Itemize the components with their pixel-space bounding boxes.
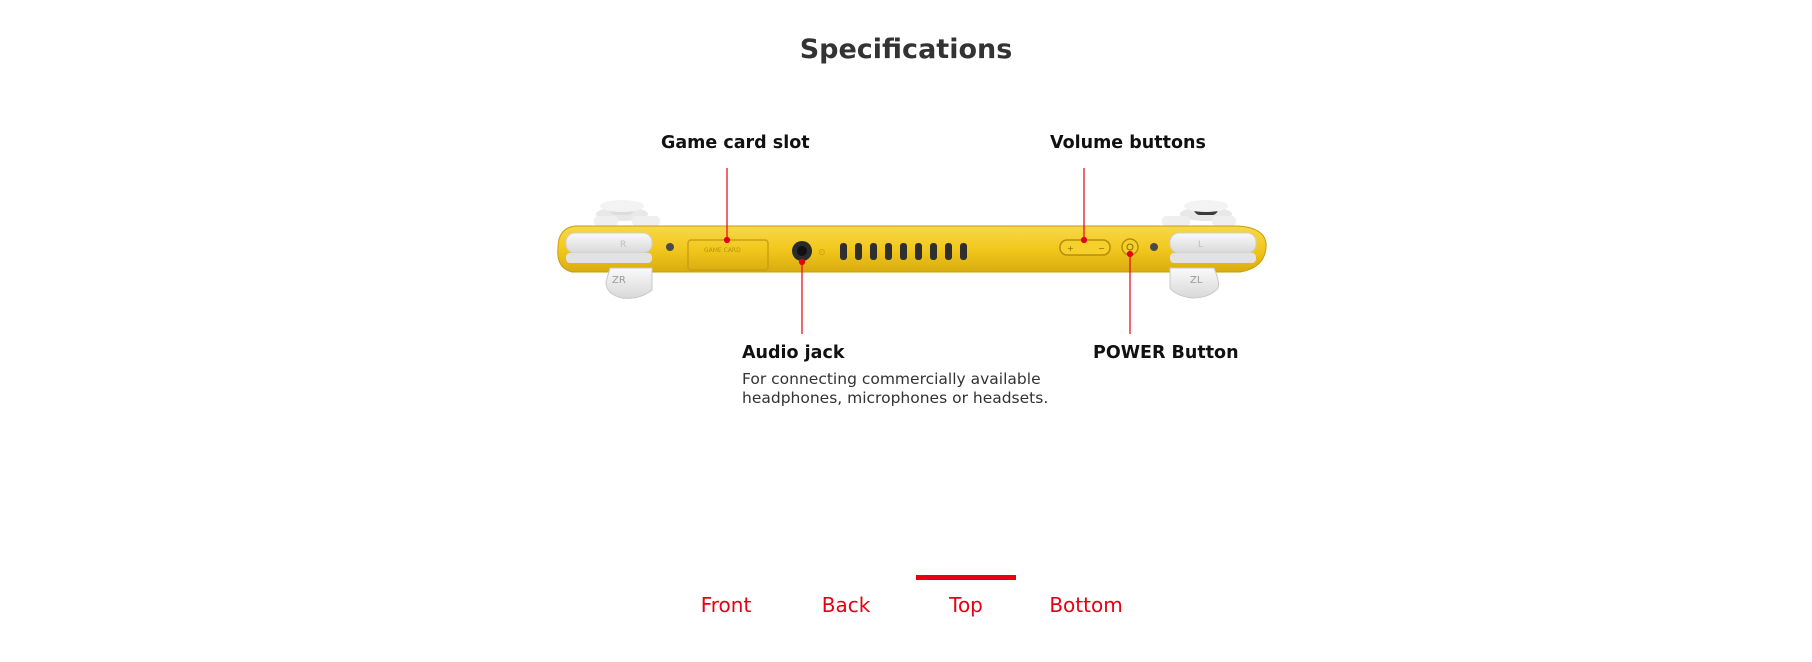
r-zr-buttons: R ZR [565, 232, 653, 299]
tab-top[interactable]: Top [916, 575, 1016, 625]
page-title: Specifications [799, 34, 1013, 65]
svg-text:ZR: ZR [612, 275, 626, 286]
callout-audio-jack-description-line2: headphones, microphones or headsets. [742, 389, 1049, 407]
tab-back[interactable]: Back [821, 593, 871, 617]
svg-text:L: L [1198, 240, 1203, 250]
left-thumbstick [594, 200, 660, 226]
console-body [557, 225, 1267, 273]
callout-lines [723, 168, 1134, 334]
l-zl-buttons: L ZL [1169, 232, 1257, 299]
svg-text:R: R [620, 240, 626, 250]
svg-text:ZL: ZL [1190, 275, 1203, 286]
svg-text:⊙: ⊙ [818, 248, 826, 258]
svg-text:+: + [1067, 244, 1074, 253]
callout-volume-buttons: Volume buttons [1050, 133, 1206, 153]
mic-dot-right [1150, 243, 1158, 251]
air-vents [840, 243, 967, 260]
tab-front[interactable]: Front [700, 593, 752, 617]
callout-audio-jack-description-line1: For connecting commercially available [742, 370, 1041, 388]
svg-text:GAME CARD: GAME CARD [704, 247, 741, 254]
callout-game-card-slot: Game card slot [661, 133, 810, 153]
callout-audio-jack: Audio jack [742, 343, 845, 363]
right-thumbstick [1162, 200, 1236, 226]
mic-dot-left [666, 243, 674, 251]
tab-bottom[interactable]: Bottom [1049, 593, 1123, 617]
view-tabs: Front Back Top Bottom [0, 575, 1812, 625]
svg-text:−: − [1098, 244, 1105, 253]
callout-power-button: POWER Button [1093, 343, 1239, 363]
